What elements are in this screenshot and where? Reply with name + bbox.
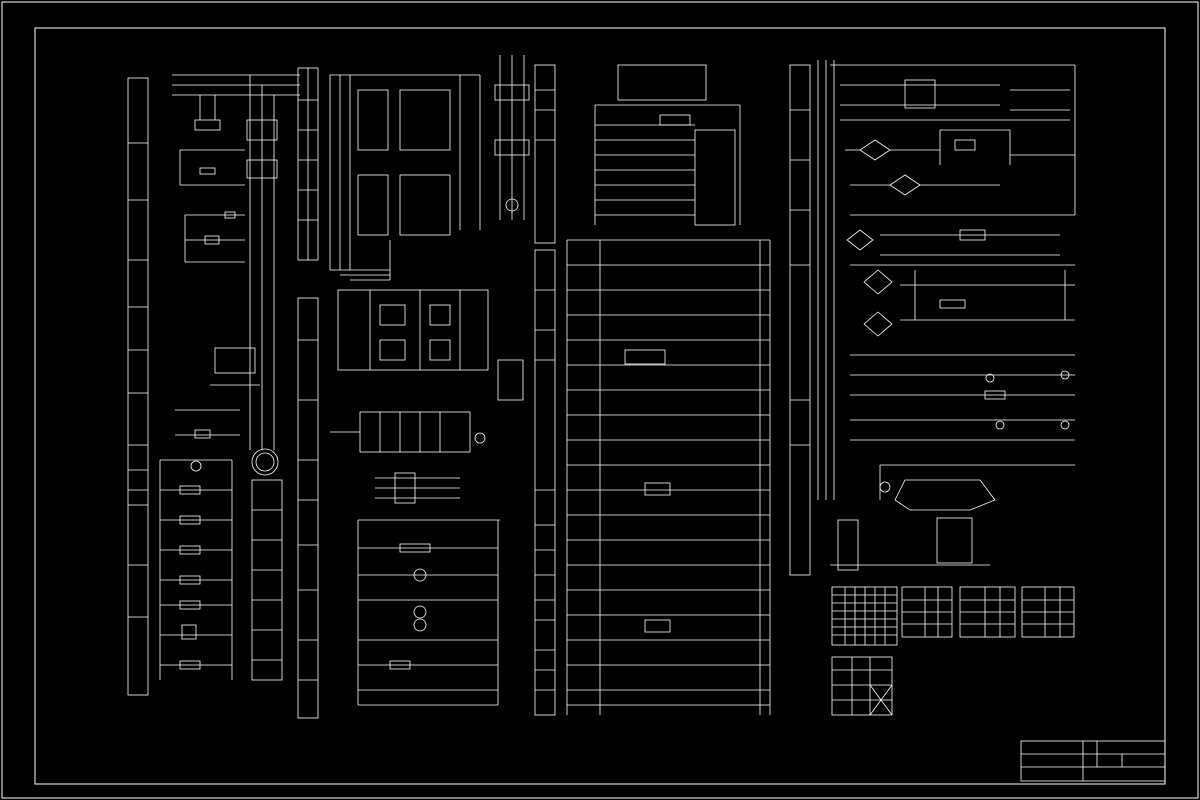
table-b: [901, 586, 953, 638]
main-ladder: [566, 64, 771, 715]
inner-frame: [34, 27, 1166, 785]
title-block-frame: [1020, 740, 1166, 782]
mid-label-column: [534, 64, 556, 716]
motor-ladder-lower: [357, 472, 500, 706]
table-e: [831, 656, 893, 716]
table-d: [1021, 586, 1075, 638]
bridge-circuits: [830, 64, 1076, 571]
left-label-column: [127, 77, 149, 696]
control-relay-block: [329, 55, 530, 453]
terminal-strip-1: [297, 67, 319, 719]
table-a: [831, 586, 898, 646]
power-circuit-left: [159, 74, 300, 681]
right-label-column: [789, 60, 835, 576]
title-block: [1021, 741, 1165, 781]
table-c: [959, 586, 1016, 638]
